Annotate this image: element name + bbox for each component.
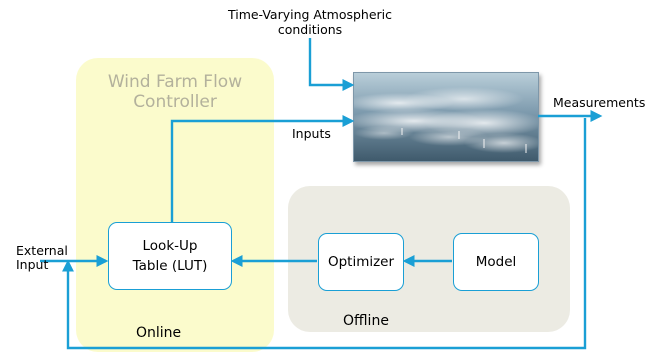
controller-title: Wind Farm Flow Controller bbox=[107, 72, 243, 112]
inputs-arrow bbox=[170, 115, 355, 222]
inputs-label: Inputs bbox=[292, 126, 331, 141]
online-label: Online bbox=[136, 325, 182, 341]
offline-label: Offline bbox=[343, 313, 389, 329]
atmospheric-arrow bbox=[308, 38, 355, 91]
external-input-label: External Input bbox=[16, 243, 68, 272]
model-label: Model bbox=[475, 254, 517, 270]
wind-farm-wakes-image bbox=[354, 73, 538, 161]
wind-farm-photo bbox=[353, 72, 539, 162]
model-box: Model bbox=[453, 233, 539, 291]
optimizer-label: Optimizer bbox=[327, 254, 395, 270]
measurements-label: Measurements bbox=[553, 95, 646, 110]
online-controller-region: Wind Farm Flow Controller bbox=[76, 58, 274, 352]
feedback-loop-arrow bbox=[62, 118, 587, 350]
lut-label: Look-Up Table (LUT) bbox=[132, 238, 208, 274]
optimizer-box: Optimizer bbox=[318, 233, 404, 291]
atmospheric-conditions-label: Time-Varying Atmospheric conditions bbox=[227, 7, 393, 37]
lut-box: Look-Up Table (LUT) bbox=[108, 222, 232, 290]
